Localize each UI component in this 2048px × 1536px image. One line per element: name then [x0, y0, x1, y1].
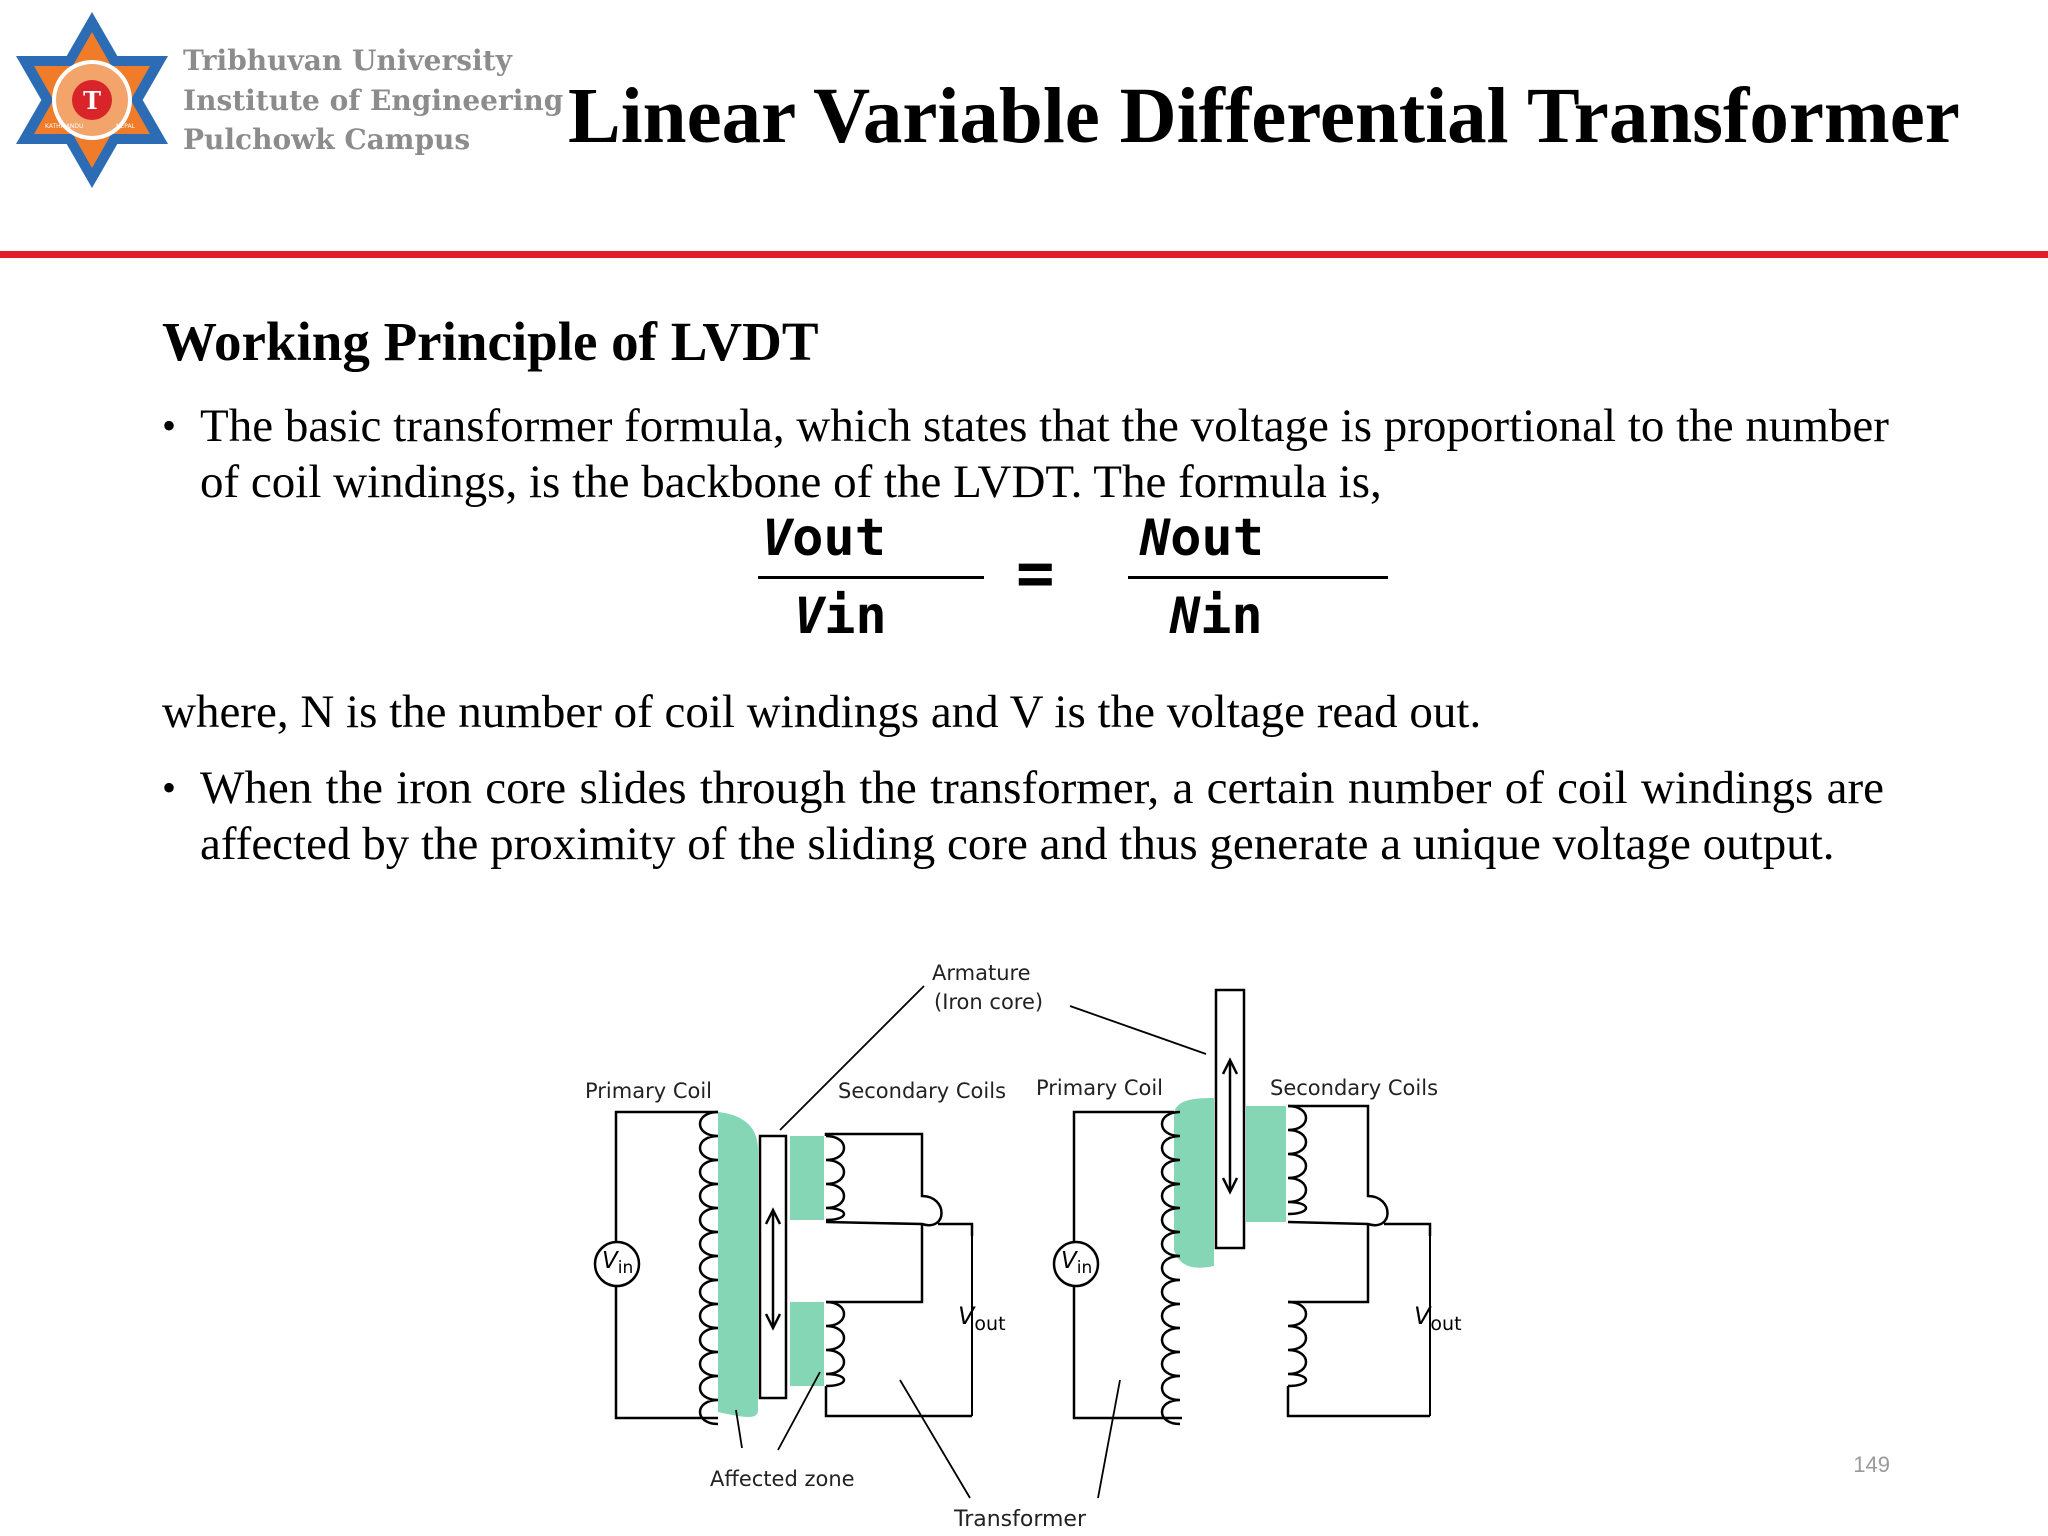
- formula-lhs-numerator: Vout: [762, 508, 887, 568]
- primary-coil-label: Primary Coil: [585, 1079, 712, 1103]
- bullet-paragraph: When the iron core slides through the tr…: [200, 762, 1884, 870]
- formula-rhs-numerator: Nout: [1140, 508, 1265, 568]
- armature-label: Armature: [932, 961, 1031, 985]
- institution-name-line: Tribhuvan University: [183, 44, 512, 77]
- transformer-formula: Vout Vin = Nout Nin: [750, 512, 1400, 652]
- formula-lhs-denominator: Vin: [794, 586, 887, 646]
- vin-source-label: Vin: [1061, 1248, 1092, 1278]
- formula-explanation: where, N is the number of coil windings …: [162, 686, 1482, 738]
- bullet-paragraph: The basic transformer formula, which sta…: [200, 400, 1889, 508]
- formula-equals: =: [1016, 537, 1055, 611]
- header-divider: [0, 251, 2048, 258]
- fraction-bar: [758, 576, 984, 579]
- vout-label: Vout: [958, 1302, 1006, 1335]
- svg-text:KATHMANDU: KATHMANDU: [45, 123, 83, 130]
- fraction-bar: [1128, 576, 1388, 579]
- bullet-marker: •: [162, 765, 177, 810]
- secondary-coils-label: Secondary Coils: [838, 1079, 1006, 1103]
- transformer-label: Transformer: [953, 1507, 1087, 1532]
- institution-name-line: Institute of Engineering: [183, 84, 564, 117]
- bullet-marker: •: [162, 403, 177, 448]
- university-seal-logo: T KATHMANDU NEPAL: [16, 12, 168, 188]
- svg-text:NEPAL: NEPAL: [116, 123, 136, 130]
- page-number: 149: [1853, 1452, 1890, 1477]
- svg-text:T: T: [83, 86, 101, 115]
- armature-label: (Iron core): [934, 990, 1043, 1014]
- institution-name-line: Pulchowk Campus: [183, 123, 471, 156]
- slide-title: Linear Variable Differential Transformer: [568, 73, 1960, 160]
- section-heading: Working Principle of LVDT: [162, 311, 819, 372]
- primary-coil-label: Primary Coil: [1036, 1076, 1163, 1100]
- secondary-coils-label: Secondary Coils: [1270, 1076, 1438, 1100]
- affected-zone-label: Affected zone: [710, 1467, 855, 1491]
- lvdt-diagram: Armature (Iron core) Primary Coil Second…: [585, 961, 1462, 1532]
- formula-rhs-denominator: Nin: [1170, 586, 1263, 646]
- vout-label: Vout: [1414, 1302, 1462, 1335]
- vin-source-label: Vin: [602, 1248, 633, 1278]
